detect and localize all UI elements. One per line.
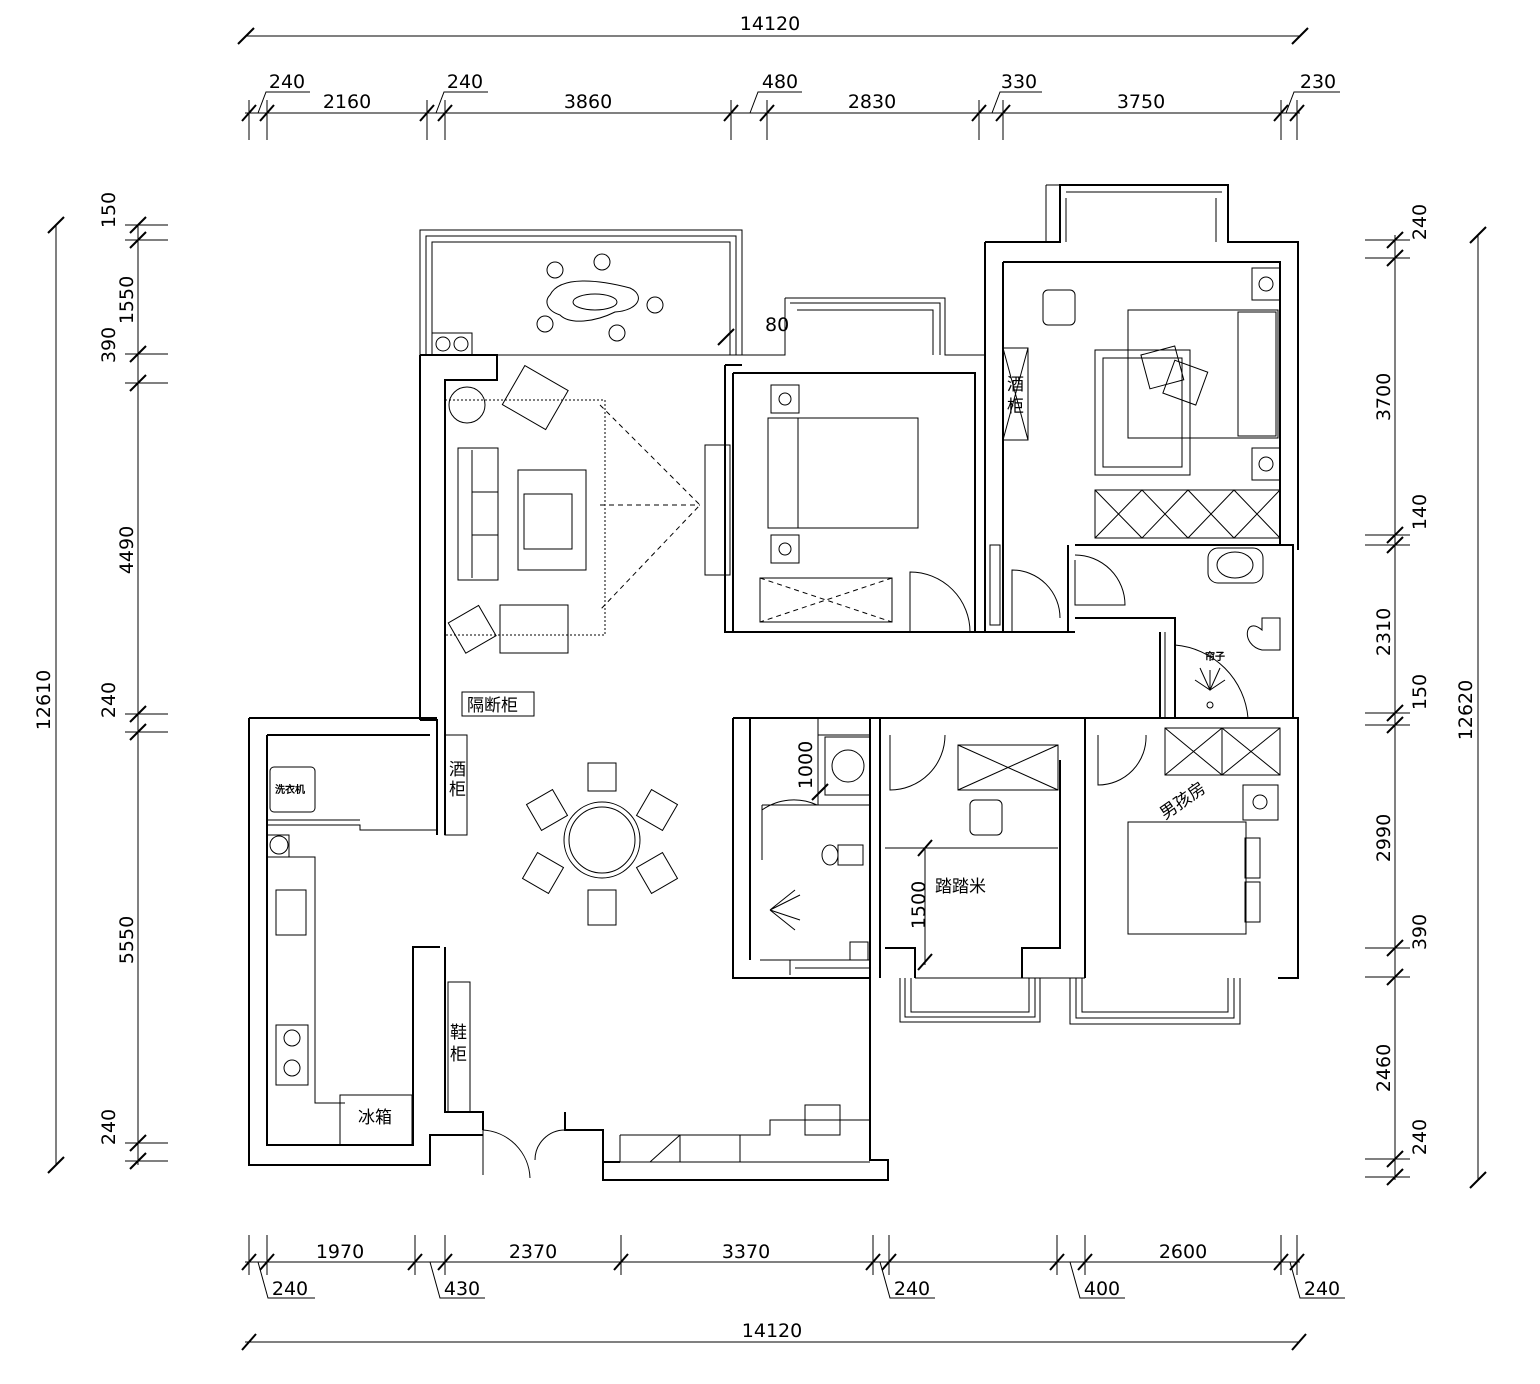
label-fridge: 冰箱: [358, 1108, 392, 1128]
dim-right-1: 3700: [1373, 373, 1395, 421]
dim-bottom-8: 240: [1304, 1278, 1340, 1300]
dim-bottom-7: 400: [1084, 1278, 1120, 1300]
dim-top-8: 230: [1300, 71, 1336, 93]
right-dimensions: 12620 240 3700 140 2310 150 2990 390 246…: [1365, 204, 1487, 1189]
dim-right-total: 12620: [1455, 680, 1477, 740]
dim-left-2: 390: [98, 327, 120, 363]
label-wine-cabinet-dining-2: 柜: [449, 780, 466, 800]
dim-right-2: 140: [1409, 494, 1431, 530]
dim-bottom-6: 240: [894, 1278, 930, 1300]
dim-left-5: 5550: [116, 916, 138, 964]
label-tatami: 踏踏米: [935, 877, 986, 897]
dim-left-0: 150: [98, 192, 120, 228]
furniture: 隔断柜 酒 柜 酒柜 鞋 柜 鞋柜 洗衣机 冰箱: [266, 253, 1281, 1179]
dim-right-0: 240: [1409, 204, 1431, 240]
dim-top-total: 14120: [740, 13, 800, 35]
dim-top-1: 2160: [323, 91, 371, 113]
dim-bottom-1: 2370: [509, 1241, 557, 1263]
dim-left-3: 4490: [116, 526, 138, 574]
label-shoe-1: 鞋: [450, 1023, 467, 1043]
top-dimensions: 14120 240 2160 240 3860 480 2830 330 375…: [237, 13, 1340, 140]
dim-bottom-0: 1970: [316, 1241, 364, 1263]
left-dimensions: 12610 150 1550 390 4490 240 5550 240: [33, 192, 168, 1174]
dim-right-7: 2460: [1373, 1044, 1395, 1092]
dim-top-2: 240: [447, 71, 483, 93]
dim-left-1: 1550: [116, 276, 138, 324]
dim-bottom-5: 430: [444, 1278, 480, 1300]
dim-left-6: 240: [98, 1109, 120, 1145]
bed-bedroom1: [797, 417, 919, 529]
label-wine-master-1: 酒: [1007, 375, 1024, 395]
label-wine-cabinet-dining-1: 酒: [449, 760, 466, 780]
bed-boys: [1127, 821, 1247, 935]
sofa: [457, 447, 499, 581]
rug: [444, 399, 606, 636]
dim-tatami-depth: 1500: [908, 881, 930, 929]
dim-top-7: 3750: [1117, 91, 1165, 113]
label-partition-cabinet: 隔断柜: [467, 696, 518, 716]
label-washer: 洗衣机: [275, 783, 305, 796]
dim-top-5: 2830: [848, 91, 896, 113]
dim-bottom-total: 14120: [742, 1320, 802, 1342]
dim-right-4: 150: [1409, 674, 1431, 710]
dim-bottom-4: 240: [272, 1278, 308, 1300]
label-boys-room: 男孩房: [1156, 778, 1209, 824]
bed-master: [1127, 309, 1279, 439]
plant-icons: [536, 253, 664, 342]
dim-top-6: 330: [1001, 71, 1037, 93]
dim-right-3: 2310: [1373, 608, 1395, 656]
dim-right-6: 390: [1409, 914, 1431, 950]
dim-bottom-3: 2600: [1159, 1241, 1207, 1263]
dim-top-4: 480: [762, 71, 798, 93]
tv-cabinet: [704, 444, 731, 576]
dim-balcony-step: 80: [765, 314, 789, 336]
dining-table: [563, 801, 641, 879]
dim-left-total: 12610: [33, 670, 55, 730]
dim-top-0: 240: [269, 71, 305, 93]
bottom-dimensions: 1970 2370 3370 2600 240 430 240 400 240 …: [241, 1235, 1345, 1351]
label-curtain: 帘子: [1205, 650, 1225, 663]
dim-top-3: 3860: [564, 91, 612, 113]
dim-bath-depth: 1000: [795, 741, 817, 789]
label-wine-master-2: 柜: [1007, 397, 1024, 417]
dim-right-8: 240: [1409, 1119, 1431, 1155]
label-shoe-2: 柜: [450, 1045, 467, 1065]
dim-right-5: 2990: [1373, 814, 1395, 862]
dim-left-4: 240: [98, 682, 120, 718]
dim-bottom-2: 3370: [722, 1241, 770, 1263]
